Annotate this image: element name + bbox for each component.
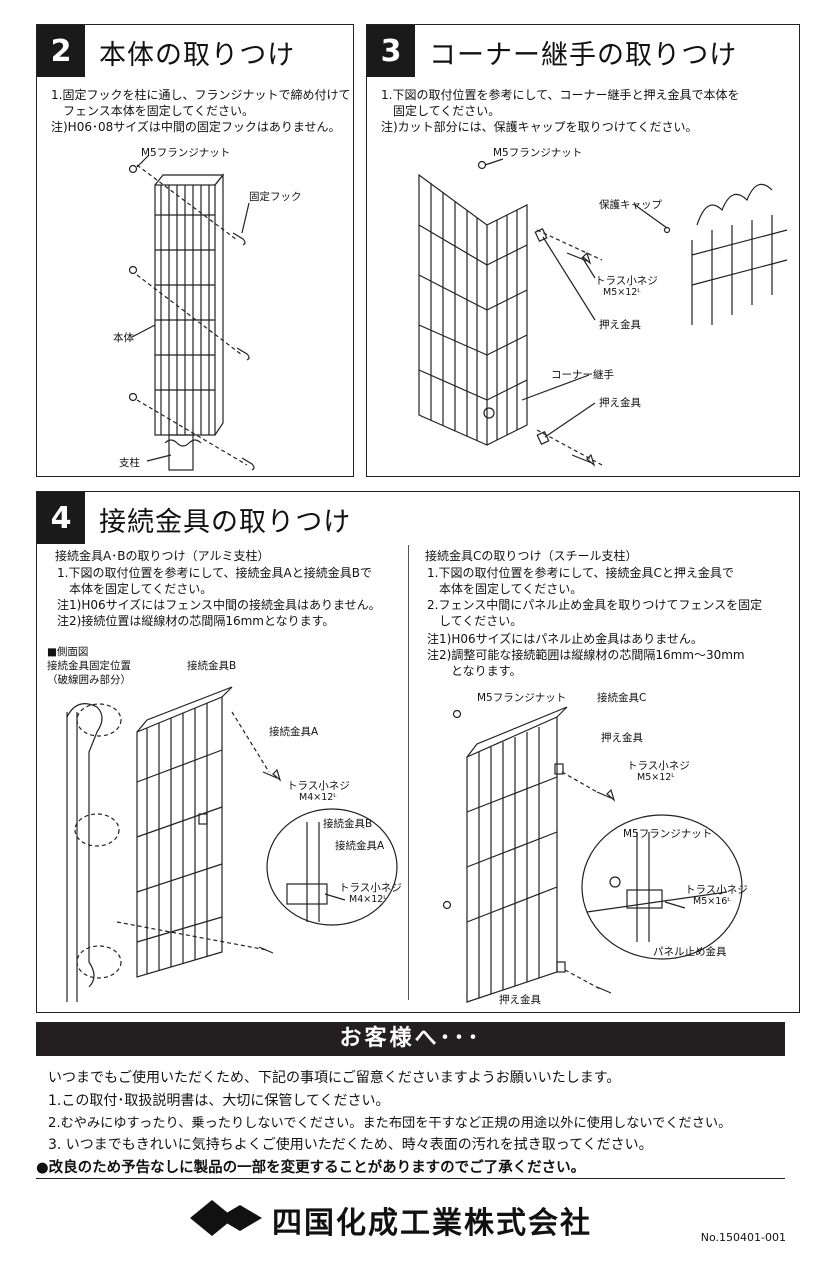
fence-body-diagram (128, 154, 255, 471)
label-fixing-hook: 固定フック (249, 191, 302, 203)
note-line: 注1)H06サイズにはパネル止め金具はありません。 (427, 632, 703, 646)
panel-4-header: 4 接続金具の取りつけ (37, 492, 799, 544)
label-detail-screw-size: M4×12ᴸ (349, 894, 387, 905)
label-protective-cap: 保護キャップ (599, 199, 662, 211)
panel-3-header: 3 コーナー継手の取りつけ (367, 25, 799, 77)
notice-item: 3. いつまでもきれいに気持ちよくご使用いただくため、時々表面の汚れを拭き取って… (48, 1137, 653, 1153)
label-corner-joint: コーナー継手 (551, 369, 614, 381)
note-line: 注2)接続位置は縦線材の芯間隔16mmとなります。 (57, 614, 335, 628)
panel-step-2: 2 本体の取りつけ 1.固定フックを柱に通し、フランジナットで締め付けて フェン… (36, 24, 354, 477)
note-line: 注1)H06サイズにはフェンス中間の接続金具はありません。 (57, 598, 381, 612)
section-heading-left: 接続金具A･Bの取りつけ（アルミ支柱） (55, 549, 270, 563)
label-detail-truss-screw: トラス小ネジ (685, 884, 748, 896)
column-divider (408, 545, 409, 1000)
label-connector-a: 接続金具A (269, 726, 319, 738)
note-line: となります。 (427, 664, 522, 678)
label-truss-screw: トラス小ネジ (595, 275, 658, 287)
notice-item: 2.むやみにゆすったり、乗ったりしないでください。また布団を干すなど正規の用途以… (48, 1116, 732, 1131)
label-detail-connector-a: 接続金具A (335, 840, 385, 852)
instruction-line: 本体を固定してください。 (427, 582, 583, 596)
label-screw-size: M5×12ᴸ (637, 772, 675, 783)
section-heading-right: 接続金具Cの取りつけ（スチール支柱） (425, 549, 638, 563)
side-view-heading: ■側面図 (47, 646, 89, 658)
label-post: 支柱 (119, 457, 140, 469)
corner-joint-diagram (418, 158, 788, 467)
panel-title: コーナー継手の取りつけ (429, 40, 738, 71)
label-connector-c: 接続金具C (597, 692, 647, 704)
instruction-line: 本体を固定してください。 (57, 582, 213, 596)
label-detail-flange-nut: M5フランジナット (623, 828, 713, 840)
step-number: 3 (367, 25, 415, 77)
instruction-line: 1.固定フックを柱に通し、フランジナットで締め付けて (51, 88, 351, 102)
label-screw-size: M5×12ᴸ (603, 287, 641, 298)
note-line: 注)H06･08サイズは中間の固定フックはありません。 (51, 120, 341, 134)
panel-title: 接続金具の取りつけ (99, 507, 352, 538)
instruction-line: 1.下図の取付位置を参考にして、接続金具Aと接続金具Bで (57, 566, 372, 580)
footer-rule (36, 1178, 785, 1179)
panel-2-header: 2 本体の取りつけ (37, 25, 353, 77)
instruction-line: 1.下図の取付位置を参考にして、コーナー継手と押え金具で本体を (381, 88, 740, 102)
label-detail-truss-screw: トラス小ネジ (339, 882, 402, 894)
customer-notice-banner: お客様へ･･･ (36, 1022, 785, 1056)
label-clamp-bottom: 押え金具 (499, 994, 541, 1006)
instruction-line: してください。 (427, 614, 523, 628)
label-flange-nut: M5フランジナット (141, 147, 231, 159)
company-name: 四国化成工業株式会社 (272, 1206, 592, 1241)
label-detail-connector-b: 接続金具B (323, 818, 373, 830)
step-number: 2 (37, 25, 85, 77)
panel-step-3: 3 コーナー継手の取りつけ 1.下図の取付位置を参考にして、コーナー継手と押え金… (366, 24, 800, 477)
label-clamp-bottom: 押え金具 (599, 397, 641, 409)
panel-step-4: 4 接続金具の取りつけ 接続金具A･Bの取りつけ（アルミ支柱） 1.下図の取付位… (36, 491, 800, 1013)
instruction-line: 固定してください。 (381, 104, 501, 118)
label-clamp: 押え金具 (601, 732, 643, 744)
label-truss-screw: トラス小ネジ (287, 780, 350, 792)
panel-title: 本体の取りつけ (99, 40, 296, 71)
side-view-caption: （破線囲み部分） (47, 674, 131, 686)
label-detail-screw-size: M5×16ᴸ (693, 896, 731, 907)
notice-intro: いつまでもご使用いただくため、下記の事項にご留意くださいますようお願いいたします… (48, 1070, 621, 1086)
label-body: 本体 (113, 332, 134, 344)
instruction-line: 2.フェンス中間にパネル止め金具を取りつけてフェンスを固定 (427, 598, 763, 612)
instruction-line: フェンス本体を固定してください。 (51, 104, 255, 118)
label-panel-stop: パネル止め金具 (653, 946, 727, 958)
label-truss-screw: トラス小ネジ (627, 760, 690, 772)
label-screw-size: M4×12ᴸ (299, 792, 337, 803)
notice-warning: ●改良のため予告なしに製品の一部を変更することがありますのでご了承ください。 (36, 1160, 586, 1176)
document-number: No.150401-001 (700, 1231, 786, 1244)
note-line: 注)カット部分には、保護キャップを取りつけてください。 (381, 120, 698, 134)
connector-diagrams (66, 686, 743, 1003)
side-view-caption: 接続金具固定位置 (47, 660, 131, 672)
label-clamp: 押え金具 (599, 319, 641, 331)
label-flange-nut: M5フランジナット (477, 692, 567, 704)
step-number: 4 (37, 492, 85, 544)
note-line: 注2)調整可能な接続範囲は縦線材の芯間隔16mm～30mm (427, 648, 745, 662)
label-flange-nut: M5フランジナット (493, 147, 583, 159)
label-connector-b: 接続金具B (187, 660, 237, 672)
notice-item: 1.この取付･取扱説明書は、大切に保管してください。 (48, 1093, 390, 1109)
instruction-line: 1.下図の取付位置を参考にして、接続金具Cと押え金具で (427, 566, 734, 580)
